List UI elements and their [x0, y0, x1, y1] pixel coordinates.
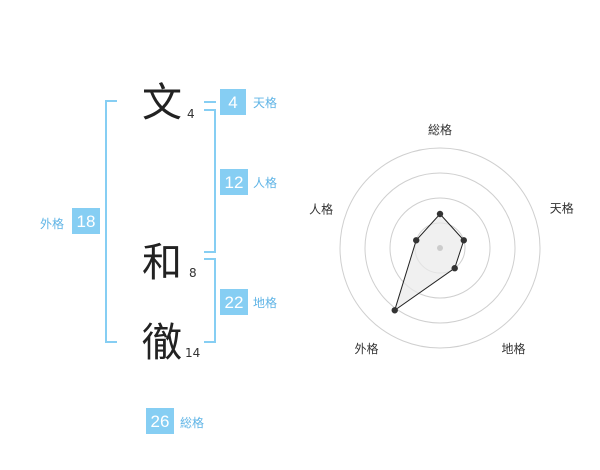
radar-axis-label-1: 天格 — [550, 200, 574, 215]
radar-axis-label-3: 外格 — [355, 341, 379, 356]
jinkaku-label: 人格 — [253, 176, 278, 190]
chikaku-bracket — [204, 258, 216, 343]
stroke-count-3: 14 — [185, 346, 201, 360]
tenkaku-connector — [204, 101, 216, 103]
radar-ring-2 — [389, 197, 491, 299]
name-char-2: 和 — [142, 240, 182, 286]
radar-polygon — [393, 213, 465, 312]
radar-point-1 — [460, 237, 467, 244]
radar-point-3 — [391, 307, 398, 314]
gaikaku-label: 外格 — [40, 217, 65, 231]
tenkaku-value: 4 — [220, 89, 246, 115]
radar-point-0 — [436, 210, 444, 218]
radar-axis-label-2: 地格 — [501, 341, 525, 356]
gaikaku-bracket — [105, 100, 117, 343]
chikaku-label: 地格 — [253, 296, 278, 310]
radar-center-dot — [437, 245, 443, 251]
soukaku-label: 総格 — [180, 416, 205, 430]
radar-axis-label-4: 人格 — [309, 201, 333, 216]
radar-axis-label-0: 総格 — [428, 122, 452, 137]
name-char-3: 徹 — [142, 320, 182, 366]
gaikaku-value: 18 — [72, 208, 100, 234]
chikaku-value: 22 — [220, 289, 248, 315]
radar-point-2 — [451, 265, 458, 272]
jinkaku-bracket — [204, 109, 216, 253]
stroke-count-2: 8 — [189, 266, 197, 280]
stroke-count-1: 4 — [187, 107, 195, 121]
radar-point-4 — [413, 237, 420, 244]
tenkaku-label: 天格 — [253, 96, 278, 110]
radar-ring-3 — [364, 172, 516, 324]
soukaku-value: 26 — [146, 408, 174, 434]
name-char-1: 文 — [142, 80, 182, 126]
radar-ring-4 — [339, 147, 541, 349]
jinkaku-value: 12 — [220, 169, 248, 195]
